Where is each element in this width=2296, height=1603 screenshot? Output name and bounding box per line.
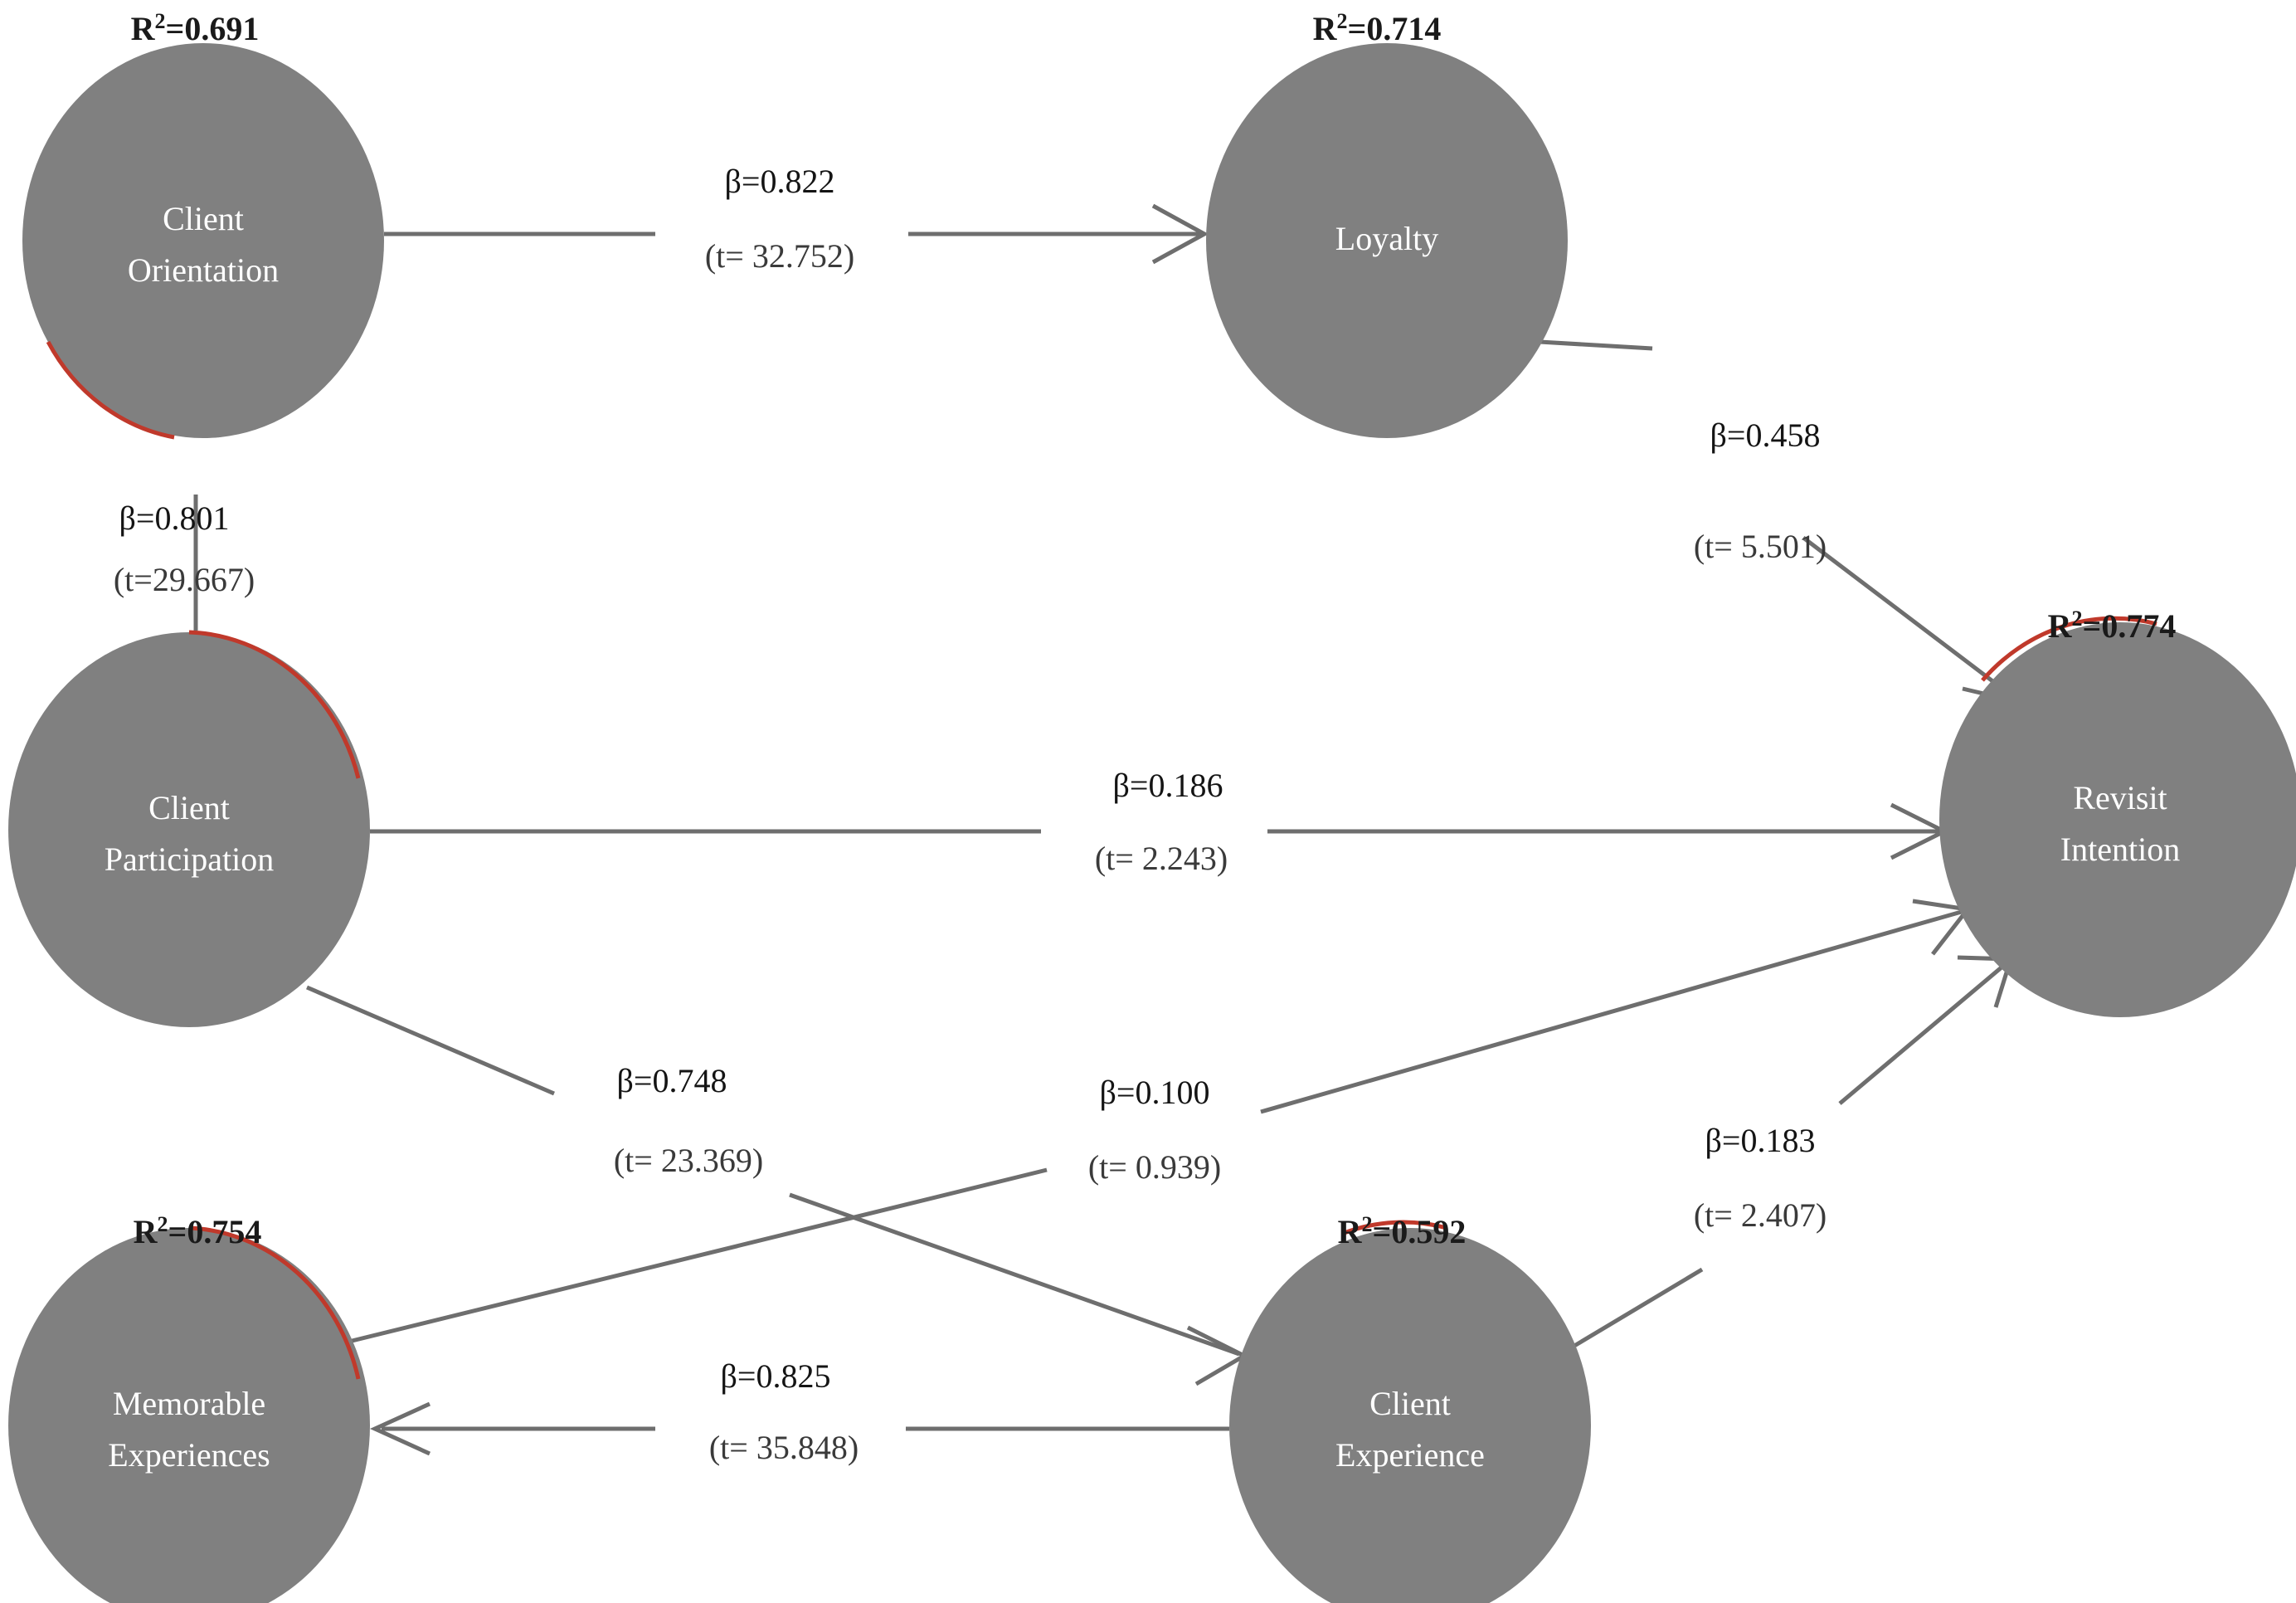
beta-loyalty-to-ri: β=0.458 <box>1710 417 1821 454</box>
node-shape-revisit-intention <box>1939 622 2296 1017</box>
node-loyalty[interactable]: Loyalty R2=0.714 <box>1206 9 1568 438</box>
path-co-to-loyalty <box>384 203 1209 265</box>
node-label-memorable-experiences-line1: Memorable <box>113 1385 265 1422</box>
node-label-client-experience-line1: Client <box>1369 1385 1451 1422</box>
beta-ce-to-ri: β=0.183 <box>1705 1122 1816 1159</box>
node-label-client-orientation-line1: Client <box>163 200 244 237</box>
r2-label-memorable-experiences: R2=0.754 <box>134 1212 262 1250</box>
node-label-loyalty-line1: Loyalty <box>1335 220 1438 257</box>
r2-label-client-orientation: R2=0.691 <box>131 9 260 47</box>
path-label-cp-to-ri: β=0.186 (t= 2.243) <box>1095 767 1228 877</box>
node-client-orientation[interactable]: Client Orientation R2=0.691 <box>22 9 384 440</box>
node-label-revisit-intention-line2: Intention <box>2060 831 2180 868</box>
path-label-loyalty-to-ri: β=0.458 (t= 5.501) <box>1694 417 1827 565</box>
node-shape-memorable-experiences <box>8 1228 370 1603</box>
path-label-ce-to-me: β=0.825 (t= 35.848) <box>709 1357 859 1466</box>
path-label-co-to-loyalty: β=0.822 (t= 32.752) <box>705 163 854 275</box>
node-shape-client-participation <box>8 632 370 1027</box>
node-accent-arc-client-experience <box>1341 1220 1447 1236</box>
tvalue-cp-to-ri: (t= 2.243) <box>1095 840 1228 877</box>
node-shape-loyalty <box>1206 43 1568 438</box>
node-label-client-participation-line2: Participation <box>105 840 274 878</box>
node-memorable-experiences[interactable]: Memorable Experiences R2=0.754 <box>8 1212 370 1603</box>
node-client-participation[interactable]: Client Participation <box>8 630 370 1027</box>
path-cp-to-ce <box>306 985 1249 1386</box>
node-label-client-orientation-line2: Orientation <box>128 251 279 289</box>
tvalue-me-to-ri: (t= 0.939) <box>1088 1148 1221 1186</box>
node-client-experience[interactable]: Client Experience R2=0.592 <box>1229 1212 1591 1603</box>
node-shape-client-orientation <box>22 43 384 438</box>
node-revisit-intention[interactable]: Revisit Intention R2=0.774 <box>1939 607 2296 1017</box>
tvalue-ce-to-ri: (t= 2.407) <box>1694 1196 1827 1234</box>
beta-cp-to-co: β=0.801 <box>119 499 230 537</box>
node-shape-client-experience <box>1229 1228 1591 1603</box>
node-accent-arc-revisit-intention <box>1981 616 2157 682</box>
r2-label-client-experience: R2=0.592 <box>1338 1212 1467 1250</box>
tvalue-co-to-loyalty: (t= 32.752) <box>705 237 854 275</box>
r2-label-revisit-intention: R2=0.774 <box>2048 607 2177 645</box>
node-accent-arc-client-orientation <box>46 340 175 440</box>
tvalue-ce-to-me: (t= 35.848) <box>709 1429 859 1466</box>
beta-cp-to-ce: β=0.748 <box>617 1062 727 1099</box>
path-label-cp-to-co: β=0.801 (t=29.667) <box>114 499 255 598</box>
node-label-client-participation-line1: Client <box>148 789 230 826</box>
node-label-revisit-intention-line1: Revisit <box>2073 779 2167 816</box>
path-label-cp-to-ce: β=0.748 (t= 23.369) <box>614 1062 763 1179</box>
tvalue-loyalty-to-ri: (t= 5.501) <box>1694 528 1827 565</box>
r2-label-loyalty: R2=0.714 <box>1313 9 1442 47</box>
tvalue-cp-to-co: (t=29.667) <box>114 561 255 598</box>
beta-co-to-loyalty: β=0.822 <box>725 163 835 200</box>
path-label-me-to-ri: β=0.100 (t= 0.939) <box>1088 1074 1221 1186</box>
beta-ce-to-me: β=0.825 <box>721 1357 831 1395</box>
node-label-client-experience-line2: Experience <box>1335 1436 1485 1474</box>
beta-me-to-ri: β=0.100 <box>1100 1074 1210 1111</box>
node-accent-arc-client-participation <box>188 630 361 779</box>
node-label-memorable-experiences-line2: Experiences <box>108 1436 270 1474</box>
path-ce-to-me <box>369 1401 1229 1456</box>
path-label-ce-to-ri: β=0.183 (t= 2.407) <box>1694 1122 1827 1234</box>
tvalue-cp-to-ce: (t= 23.369) <box>614 1142 763 1179</box>
node-accent-arc-memorable-experiences <box>188 1225 361 1380</box>
beta-cp-to-ri: β=0.186 <box>1113 767 1223 804</box>
